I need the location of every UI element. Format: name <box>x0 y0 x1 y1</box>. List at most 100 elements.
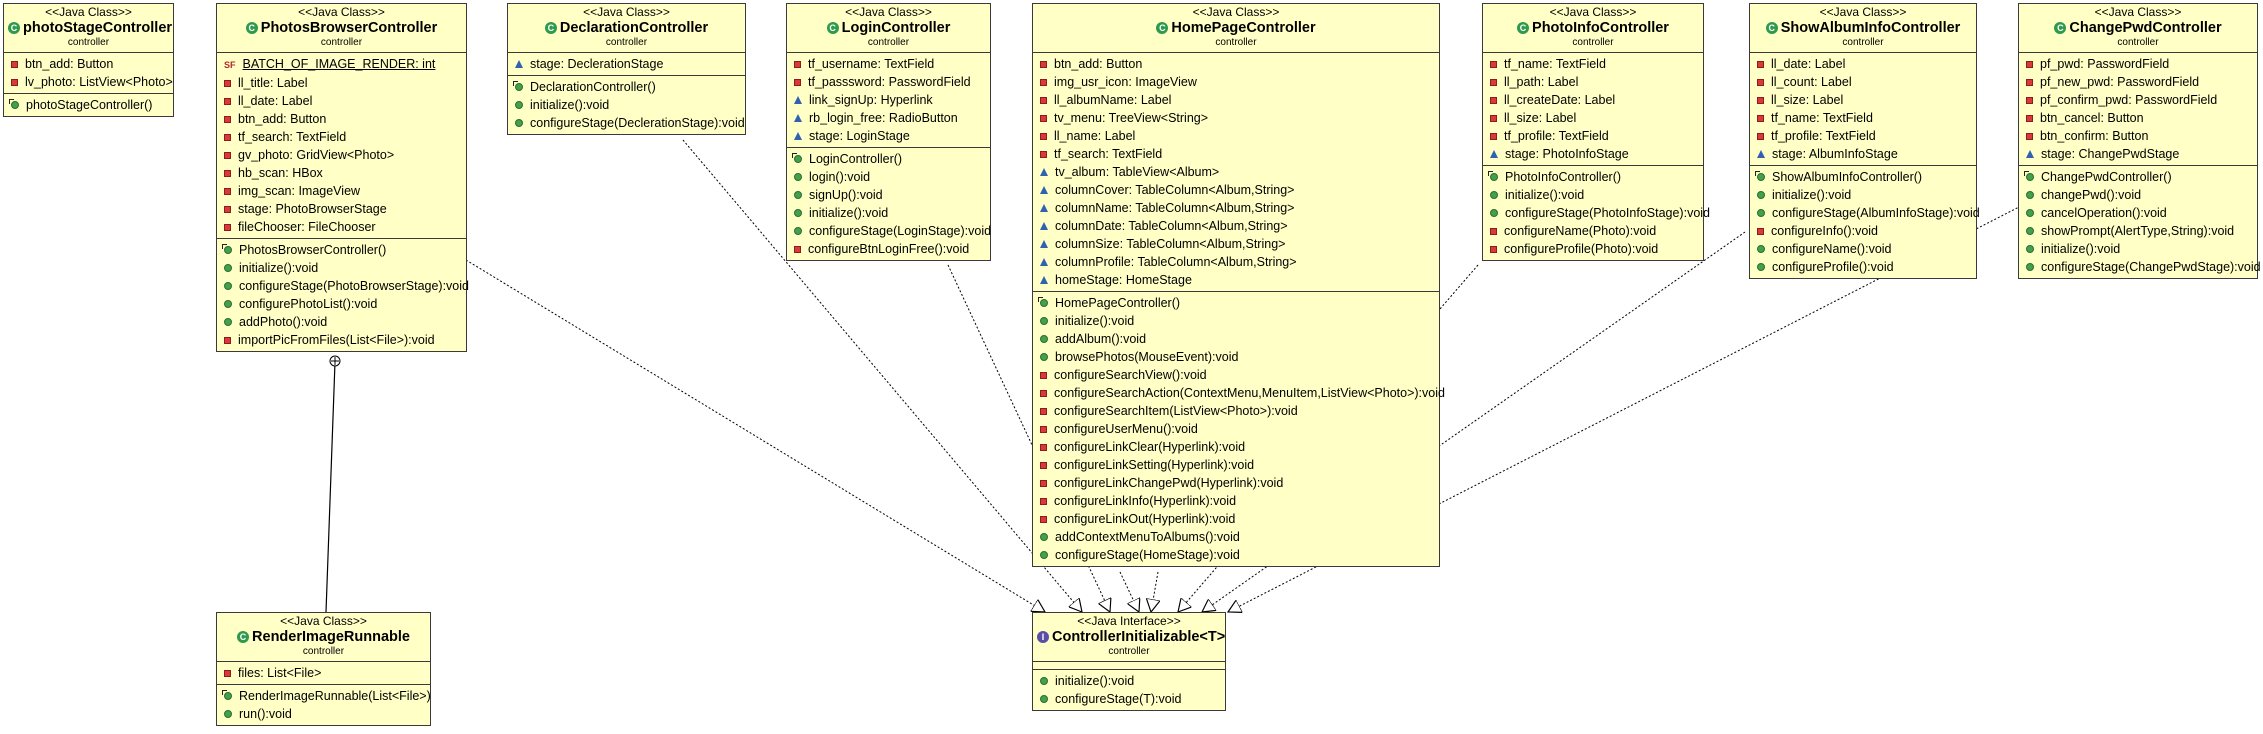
field-item: tf_name: TextField <box>1483 55 1703 73</box>
field-item: ll_date: Label <box>217 92 466 110</box>
field-item: stage: DeclerationStage <box>508 55 745 73</box>
fields-compartment: btn_add: Button img_usr_icon: ImageView ll… <box>1033 53 1439 292</box>
method-item: signUp():void <box>787 186 990 204</box>
method-item: configureName(Photo):void <box>1483 222 1703 240</box>
field-signature: tf_name: TextField <box>1504 57 1606 71</box>
method-signature: configureStage(AlbumInfoStage):void <box>1772 206 1980 220</box>
method-signature: configureSearchView():void <box>1054 368 1207 382</box>
method-signature: configureStage(PhotoBrowserStage):void <box>239 279 469 293</box>
field-item: ll_path: Label <box>1483 73 1703 91</box>
method-signature: configurePhotoList():void <box>239 297 378 311</box>
method-item: PhotosBrowserController() <box>217 241 466 259</box>
method-item: ChangePwdController() <box>2019 168 2257 186</box>
package-visibility-icon <box>1490 150 1498 158</box>
method-item: configureBtnLoginFree():void <box>787 240 990 258</box>
method-signature: configureStage(HomeStage):void <box>1055 548 1240 562</box>
public-visibility-icon <box>515 101 523 109</box>
package-visibility-icon <box>1040 276 1048 284</box>
method-item: configureUserMenu():void <box>1033 420 1439 438</box>
field-item: ll_size: Label <box>1750 91 1976 109</box>
method-item: PhotoInfoController() <box>1483 168 1703 186</box>
field-signature: stage: AlbumInfoStage <box>1772 147 1898 161</box>
field-item: btn_add: Button <box>1033 55 1439 73</box>
public-visibility-icon <box>2026 227 2034 235</box>
method-item: DeclarationController() <box>508 78 745 96</box>
method-signature: initialize():void <box>1055 674 1135 688</box>
field-signature: stage: ChangePwdStage <box>2041 147 2180 161</box>
method-signature: HomePageController() <box>1055 296 1181 310</box>
field-signature: ll_createDate: Label <box>1504 93 1616 107</box>
method-signature: configureLinkInfo(Hyperlink):void <box>1054 494 1237 508</box>
field-signature: columnName: TableColumn<Album,String> <box>1055 201 1295 215</box>
method-item: configureStage(AlbumInfoStage):void <box>1750 204 1980 222</box>
field-signature: img_usr_icon: ImageView <box>1054 75 1197 89</box>
method-signature: configureLinkOut(Hyperlink):void <box>1054 512 1236 526</box>
private-visibility-icon <box>224 98 231 105</box>
public-visibility-icon <box>1040 551 1048 559</box>
method-signature: configureSearchAction(ContextMenu,MenuIt… <box>1054 386 1445 400</box>
field-item: files: List<File> <box>217 664 430 682</box>
field-signature: btn_add: Button <box>1054 57 1143 71</box>
field-item: tf_username: TextField <box>787 55 990 73</box>
methods-compartment: DeclarationController()initialize():void… <box>508 76 745 134</box>
public-visibility-icon <box>224 282 232 290</box>
package-visibility-icon <box>1040 240 1048 248</box>
private-visibility-icon <box>1040 97 1047 104</box>
private-visibility-icon <box>224 337 231 344</box>
field-signature: ll_size: Label <box>1504 111 1577 125</box>
method-item: ShowAlbumInfoController() <box>1750 168 1976 186</box>
method-signature: addContextMenuToAlbums():void <box>1055 530 1240 544</box>
private-visibility-icon <box>794 61 801 68</box>
method-item: initialize():void <box>1483 186 1703 204</box>
field-item: columnDate: TableColumn<Album,String> <box>1033 217 1439 235</box>
method-signature: configureStage(T):void <box>1055 692 1182 706</box>
field-item: ll_createDate: Label <box>1483 91 1703 109</box>
method-signature: configureLinkClear(Hyperlink):void <box>1054 440 1246 454</box>
private-visibility-icon <box>1757 61 1764 68</box>
field-signature: tf_profile: TextField <box>1504 129 1609 143</box>
method-signature: configureLinkChangePwd(Hyperlink):void <box>1054 476 1284 490</box>
field-item: hb_scan: HBox <box>217 164 466 182</box>
stereotype-label: <<Java Class>> <box>1192 5 1280 19</box>
method-item: configureSearchView():void <box>1033 366 1439 384</box>
private-visibility-icon <box>794 79 801 86</box>
public-visibility-icon <box>1040 695 1048 703</box>
fields-compartment <box>1033 662 1225 670</box>
method-item: configurePhotoList():void <box>217 295 466 313</box>
class-icon: C <box>544 22 557 34</box>
field-signature: btn_confirm: Button <box>2040 129 2149 143</box>
realization-homepage-a <box>1119 571 1139 612</box>
field-item: fileChooser: FileChooser <box>217 218 466 236</box>
stereotype-label: <<Java Class>> <box>583 5 670 19</box>
method-item: configureLinkInfo(Hyperlink):void <box>1033 492 1439 510</box>
method-signature: configureStage(PhotoInfoStage):void <box>1505 206 1710 220</box>
method-signature: run():void <box>239 707 292 721</box>
method-item: run():void <box>217 705 430 723</box>
method-signature: importPicFromFiles(List<File>):void <box>238 333 435 347</box>
private-visibility-icon <box>1490 228 1497 235</box>
method-item: cancelOperation():void <box>2019 204 2257 222</box>
method-item: configureStage(DeclerationStage):void <box>508 114 745 132</box>
fields-compartment: tf_name: TextField ll_path: Label ll_creat… <box>1483 53 1703 166</box>
field-signature: BATCH_OF_IMAGE_RENDER: int <box>242 57 436 71</box>
public-visibility-icon <box>1490 209 1498 217</box>
private-visibility-icon <box>1040 408 1047 415</box>
field-item: rb_login_free: RadioButton <box>787 109 990 127</box>
private-visibility-icon <box>1040 133 1047 140</box>
class-icon: C <box>1517 22 1530 34</box>
field-signature: ll_name: Label <box>1054 129 1136 143</box>
